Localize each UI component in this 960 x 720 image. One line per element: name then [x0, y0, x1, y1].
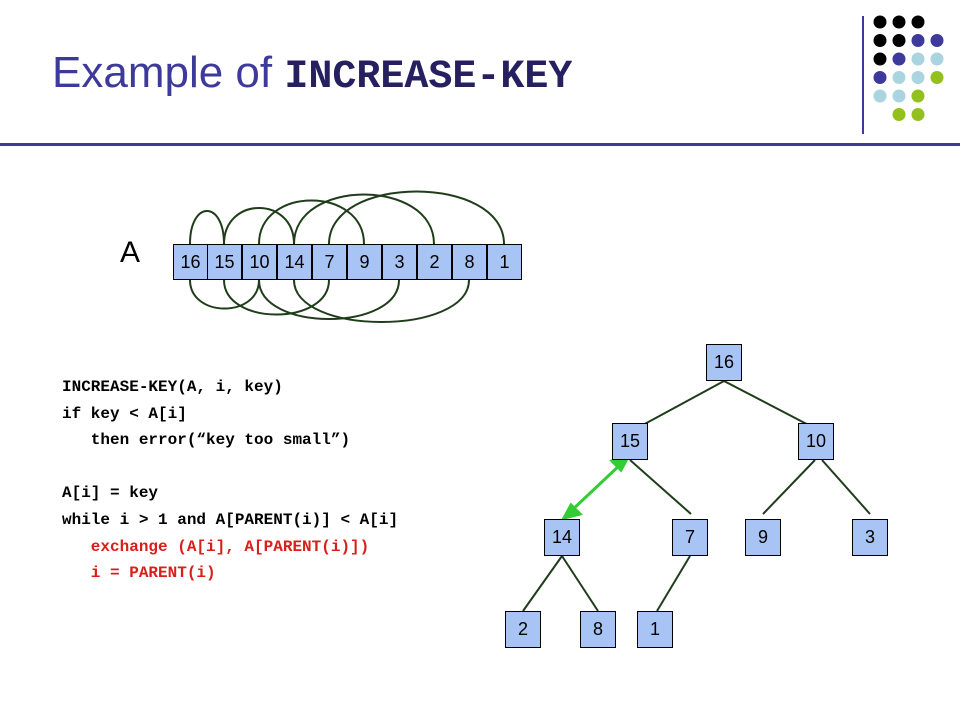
decorative-dot	[930, 34, 944, 47]
decorative-dot	[911, 108, 925, 121]
array-cell: 7	[312, 244, 347, 280]
tree-node: 7	[672, 519, 708, 556]
horizontal-divider	[0, 143, 960, 146]
array-cell: 14	[277, 244, 312, 280]
tree-node: 8	[580, 611, 616, 648]
tree-edge	[762, 459, 816, 515]
tree-edge	[656, 555, 691, 612]
decorative-dot	[892, 34, 906, 47]
tree-node: 16	[706, 344, 742, 381]
swap-arrow-edge	[568, 461, 624, 514]
tree-node: 1	[637, 611, 673, 648]
array-arc	[223, 279, 330, 316]
array-arc	[258, 199, 365, 245]
decorative-dot	[873, 52, 887, 66]
array-arc	[189, 210, 225, 245]
decorative-dot	[930, 52, 944, 66]
decorative-dot	[911, 34, 925, 47]
tree-node: 14	[544, 519, 580, 556]
decorative-dot	[892, 71, 906, 84]
slide-title: Example of INCREASE-KEY	[52, 48, 572, 100]
code-line: then error(“key too small”)	[62, 431, 351, 450]
code-line: if key < A[i]	[62, 404, 187, 423]
decorative-dot	[911, 71, 925, 84]
tree-edge	[821, 459, 871, 515]
decorative-dot	[892, 52, 906, 66]
decorative-dot	[873, 34, 887, 47]
tree-edge	[629, 459, 692, 515]
code-line: ​	[62, 454, 398, 481]
decorative-dot	[911, 89, 925, 103]
tree-edge	[522, 555, 563, 612]
decorative-dot	[892, 89, 906, 103]
tree-node: 15	[612, 423, 648, 460]
code-line: A[i] = key	[62, 484, 159, 503]
tree-node: 9	[745, 519, 781, 556]
decorative-dot	[873, 71, 887, 84]
swap-arrowhead-down	[561, 502, 583, 521]
array-arc	[293, 279, 470, 323]
array-cell: 16	[173, 244, 208, 280]
array-cell: 3	[382, 244, 417, 280]
array-cell: 8	[452, 244, 487, 280]
array-arc	[258, 279, 400, 320]
tree-node: 2	[505, 611, 541, 648]
decorative-dot	[892, 15, 906, 29]
decorative-dot	[873, 89, 887, 103]
array-cell: 2	[417, 244, 452, 280]
array-arc	[293, 193, 435, 245]
vertical-divider	[862, 16, 864, 134]
code-line-highlight: i = PARENT(i)	[62, 564, 216, 583]
decorative-dot	[911, 15, 925, 29]
array-label: A	[120, 236, 141, 269]
decorative-dot	[892, 108, 906, 121]
array-cell: 10	[242, 244, 277, 280]
tree-node: 10	[798, 423, 834, 460]
array-arc	[189, 279, 260, 310]
array-cell: 1	[487, 244, 522, 280]
array-arc	[223, 207, 295, 245]
decorative-dot	[930, 71, 944, 84]
title-keyword: INCREASE-KEY	[284, 55, 573, 100]
decorative-dot	[873, 15, 887, 29]
array-arc	[328, 190, 505, 245]
decorative-dots	[873, 15, 944, 121]
pseudocode: INCREASE-KEY(A, i, key) if key < A[i] the…	[62, 374, 398, 587]
code-line: INCREASE-KEY(A, i, key)	[62, 378, 283, 396]
tree-edge	[561, 555, 599, 612]
code-line: while i > 1 and A[PARENT(i)] < A[i]	[62, 510, 399, 529]
decorative-dot	[911, 52, 925, 66]
title-prefix: Example of	[52, 48, 285, 97]
code-line-highlight: exchange (A[i], A[PARENT(i)])	[62, 537, 370, 556]
array-cell: 9	[347, 244, 382, 280]
tree-node: 3	[852, 519, 888, 556]
array-cell: 15	[207, 244, 242, 280]
